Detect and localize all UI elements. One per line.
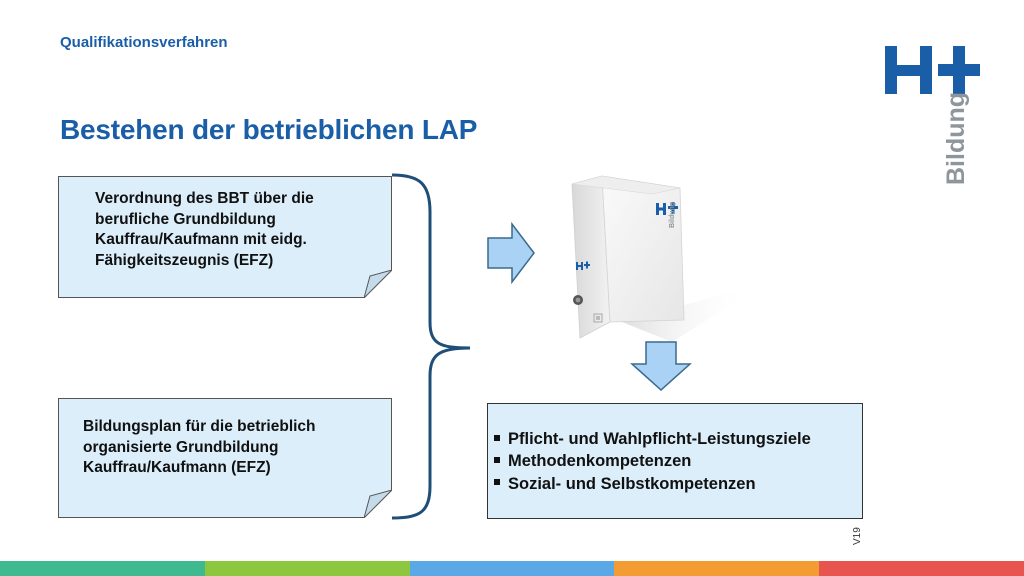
arrow-down-icon xyxy=(630,341,692,392)
h-plus-bildung-logo: Bildung xyxy=(885,46,980,185)
note-line: berufliche Grundbildung xyxy=(95,210,276,228)
list-item: Pflicht- und Wahlpflicht-Leistungsziele xyxy=(494,428,858,450)
logo-wordmark: Bildung xyxy=(942,92,970,185)
stripe-segment xyxy=(204,561,410,576)
list-item: Methodenkompetenzen xyxy=(494,450,858,472)
curly-brace-icon xyxy=(391,173,471,520)
results-list: Pflicht- und Wahlpflicht-Leistungsziele … xyxy=(494,428,858,495)
list-item: Sozial- und Selbstkompetenzen xyxy=(494,473,858,495)
folded-corner-icon xyxy=(364,490,392,518)
arrow-right-icon xyxy=(487,222,535,284)
result-label: Methodenkompetenzen xyxy=(508,452,692,471)
square-bullet-icon xyxy=(494,434,500,441)
version-label: V19 xyxy=(852,527,863,545)
folded-corner-icon xyxy=(364,270,392,298)
stripe-segment xyxy=(819,561,1024,576)
source-note-training-plan: Bildungsplan für die betrieblich organis… xyxy=(58,398,392,518)
stripe-segment xyxy=(409,561,615,576)
section-subtitle: Qualifikationsverfahren xyxy=(60,34,228,51)
square-bullet-icon xyxy=(494,456,500,463)
note-line: Kauffrau/Kaufmann (EFZ) xyxy=(83,459,271,477)
note-line: Kauffrau/Kaufmann mit eidg. xyxy=(95,231,307,249)
square-bullet-icon xyxy=(494,479,500,486)
stripe-segment xyxy=(0,561,205,576)
results-box: Pflicht- und Wahlpflicht-Leistungsziele … xyxy=(487,403,863,519)
stripe-segment xyxy=(614,561,820,576)
note-line: organisierte Grundbildung xyxy=(83,438,279,456)
footer-color-stripe xyxy=(0,561,1024,576)
note-line: Fähigkeitszeugnis (EFZ) xyxy=(95,251,274,269)
page-title: Bestehen der betrieblichen LAP xyxy=(60,114,478,145)
result-label: Pflicht- und Wahlpflicht-Leistungsziele xyxy=(508,430,811,448)
binder-wordmark: Bildung xyxy=(669,202,676,228)
result-label: Sozial- und Selbstkompetenzen xyxy=(508,474,756,493)
source-note-ordinance: Verordnung des BBT über die berufliche G… xyxy=(58,176,392,298)
note-line: Bildungsplan für die betrieblich xyxy=(83,418,316,435)
note-line: Verordnung des BBT über die xyxy=(95,190,314,207)
binder-icon: Bildung xyxy=(571,175,752,342)
